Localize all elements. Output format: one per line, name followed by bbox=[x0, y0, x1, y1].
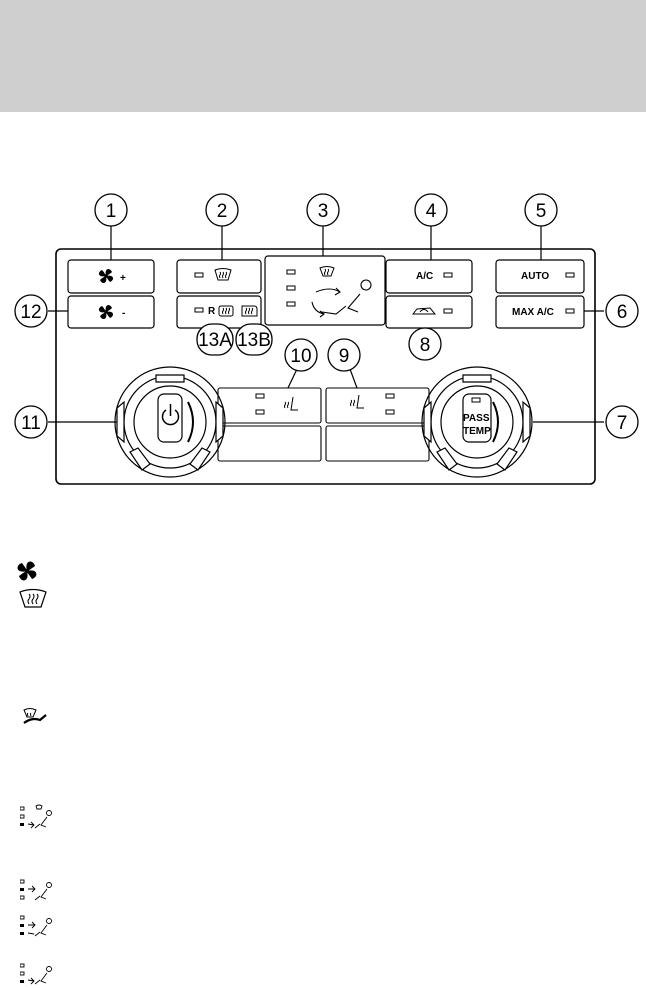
heated-seat-icon bbox=[350, 394, 364, 409]
ac-label: A/C bbox=[416, 271, 433, 282]
temp-arc bbox=[492, 401, 499, 443]
air-distribution-icon bbox=[311, 279, 372, 318]
driver-heated-seat-button[interactable] bbox=[217, 387, 322, 424]
callout-13a bbox=[196, 323, 234, 356]
fan-down-label: - bbox=[122, 308, 125, 319]
callout-7-label: 7 bbox=[617, 413, 628, 434]
temp-arc bbox=[187, 401, 194, 443]
fan-up-label: + bbox=[120, 273, 126, 284]
callout-5-label: 5 bbox=[536, 201, 547, 222]
callout-12 bbox=[14, 294, 48, 328]
callout-11 bbox=[14, 405, 48, 439]
climate-control-diagram: + - R A/C bbox=[14, 193, 639, 485]
callout-10-label: 10 bbox=[290, 346, 311, 367]
indicator-light bbox=[565, 308, 575, 314]
auto-label: AUTO bbox=[521, 271, 549, 282]
callout-4-label: 4 bbox=[426, 201, 437, 222]
pass-temp-label-line1: PASS bbox=[463, 413, 490, 424]
passenger-heated-seat-button[interactable] bbox=[325, 387, 430, 424]
max-ac-label: MAX A/C bbox=[512, 307, 554, 318]
defrost-floor-icon bbox=[23, 708, 47, 724]
callout-6 bbox=[605, 294, 639, 328]
windshield-defrost-icon bbox=[214, 268, 232, 281]
callout-2-label: 2 bbox=[217, 201, 228, 222]
indicator-light bbox=[565, 272, 575, 278]
rear-defrost-label: R bbox=[208, 306, 216, 317]
indicator-light bbox=[255, 393, 265, 399]
indicator-light bbox=[194, 272, 204, 278]
fan-icon bbox=[98, 304, 114, 320]
callout-5 bbox=[524, 193, 558, 227]
indicator-light bbox=[471, 397, 481, 403]
callout-3 bbox=[306, 193, 340, 227]
callout-8 bbox=[408, 327, 442, 361]
windshield-defrost-button[interactable] bbox=[176, 259, 262, 294]
windshield-defrost-icon bbox=[19, 588, 47, 608]
air-distribution-icon bbox=[20, 963, 52, 985]
indicator-light bbox=[255, 409, 265, 415]
header-band bbox=[0, 0, 646, 112]
driver-temp-knob[interactable] bbox=[114, 366, 226, 478]
callout-3-label: 3 bbox=[318, 201, 329, 222]
recirculation-button[interactable] bbox=[385, 295, 473, 329]
blank-panel-left bbox=[217, 425, 322, 462]
callout-13b bbox=[235, 323, 273, 356]
callout-7 bbox=[605, 405, 639, 439]
passenger-temp-knob[interactable] bbox=[421, 366, 533, 478]
air-distribution-icon bbox=[20, 804, 52, 829]
max-ac-button[interactable] bbox=[495, 295, 585, 329]
pass-temp-label-line2: TEMP bbox=[463, 426, 491, 437]
callout-9-label: 9 bbox=[339, 346, 350, 367]
callout-1-label: 1 bbox=[106, 201, 117, 222]
callout-10 bbox=[284, 338, 318, 372]
power-icon bbox=[161, 404, 180, 426]
callout-12-label: 12 bbox=[20, 302, 41, 323]
indicator-light bbox=[286, 269, 296, 275]
fan-icon bbox=[17, 561, 37, 581]
windshield-defrost-icon bbox=[319, 266, 335, 277]
indicator-light bbox=[443, 272, 453, 278]
air-distribution-icon bbox=[20, 915, 52, 937]
air-distribution-icon bbox=[20, 879, 52, 901]
rear-defrost-icon bbox=[218, 305, 234, 317]
indicator-light bbox=[194, 307, 204, 313]
callout-4 bbox=[414, 193, 448, 227]
callout-8-label: 8 bbox=[420, 335, 431, 356]
ac-button[interactable] bbox=[385, 259, 473, 294]
indicator-light bbox=[443, 308, 453, 314]
callout-6-label: 6 bbox=[617, 302, 628, 323]
indicator-light bbox=[385, 393, 395, 399]
recirculation-icon bbox=[411, 307, 437, 315]
auto-button[interactable] bbox=[495, 259, 585, 294]
callout-11-label: 11 bbox=[21, 413, 41, 434]
callout-13b-label: 13B bbox=[237, 330, 271, 351]
blank-panel-right bbox=[325, 425, 430, 462]
callout-9 bbox=[327, 338, 361, 372]
heated-seat-icon bbox=[284, 396, 298, 411]
indicator-light bbox=[385, 409, 395, 415]
callout-2 bbox=[205, 193, 239, 227]
indicator-light bbox=[286, 301, 296, 307]
indicator-light bbox=[286, 285, 296, 291]
callout-13a-label: 13A bbox=[198, 330, 232, 351]
callout-1 bbox=[94, 193, 128, 227]
heated-mirror-icon bbox=[241, 305, 258, 317]
fan-icon bbox=[98, 268, 114, 284]
